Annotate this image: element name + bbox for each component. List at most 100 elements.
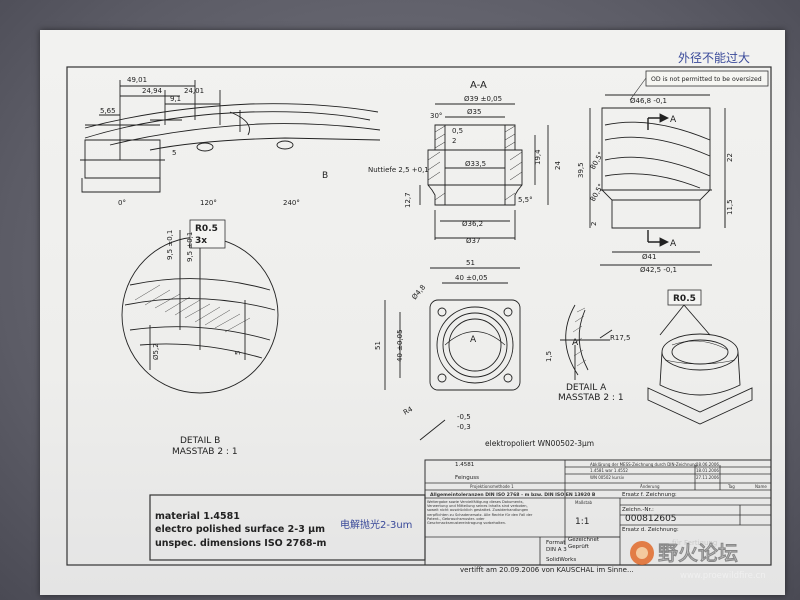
tb-solidworks: SolidWorks (546, 557, 576, 563)
dim-12-7: 12,7 (404, 192, 412, 208)
dim-9-5-a: 9,5 ±0,1 (166, 230, 174, 260)
dim-9-1: 9,1 (170, 95, 181, 103)
tb-rev-a: Abklärung der MESS-Zeichnung durch DIN-Z… (590, 462, 698, 467)
dim-2-side: 2 (590, 222, 598, 226)
label-b: B (322, 171, 328, 181)
note-unspec: unspec. dimensions ISO 2768-m (155, 538, 326, 549)
tb-format-value: DIN A 3 (546, 547, 567, 553)
tb-scale-value: 1:1 (575, 517, 589, 527)
dim-dia46-8: Ø46,8 -0,1 (630, 97, 667, 105)
dim-30deg: 30° (430, 112, 442, 120)
isometric-view (647, 304, 753, 425)
front-view-mark: A (470, 335, 477, 345)
tb-rev-a-date: 18.06.2006 (696, 462, 719, 467)
tol-minus-0-3: -0,3 (457, 423, 471, 431)
watermark-url: www.proewildfire.cn (680, 571, 766, 581)
dim-24-94: 24,94 (142, 87, 163, 95)
note-electro: electro polished surface 2-3 µm (155, 524, 325, 535)
tb-gezeichnet: Gezeichnet (568, 537, 600, 543)
tb-geprueft: Geprüft (568, 544, 590, 550)
r05-3x-box (189, 219, 226, 249)
certified-line: vertifft am 20.09.2006 von KAUSCHAL im S… (460, 566, 634, 574)
tb-material-no: 1.4581 (455, 462, 474, 468)
tb-rev-b-date: 18.01.2006 (696, 468, 719, 473)
dim-r4: R4 (402, 405, 415, 417)
dim-r17-5: R17,5 (610, 334, 630, 342)
dim-51-w: 51 (466, 259, 475, 267)
tb-rev-c-date: 27.11.2006 (696, 475, 719, 480)
dim-24: 24 (554, 161, 562, 170)
dim-nuttiefe: Nuttiefe 2,5 +0,1 (368, 166, 429, 174)
watermark-faded: für Fertigung (672, 539, 717, 547)
dim-19-4: 19,4 (534, 149, 542, 165)
watermark-cn: 野火论坛 (658, 541, 738, 565)
dim-24-01: 24,01 (184, 87, 204, 95)
developed-helix-view (80, 80, 381, 193)
dim-dia36-2: Ø36,2 (462, 220, 483, 228)
tb-ersatz-durch: Ersatz d. Zeichnung: (622, 527, 679, 533)
title-block-frame (149, 459, 772, 566)
od-note: OD is not permitted to be oversized (651, 76, 762, 83)
dim-2: 2 (452, 137, 456, 145)
dim-5-65: 5,65 (100, 107, 116, 115)
tol-minus-0-5: -0,5 (457, 413, 471, 421)
detail-a-mark: A (572, 338, 579, 348)
dim-11-5: 11,5 (726, 199, 734, 215)
drawing-frame (66, 66, 772, 566)
handwritten-note: 电解抛光2-3um (340, 518, 412, 531)
tb-zeichn-nr: 000812605 (625, 514, 677, 524)
dim-dia39: Ø39 ±0,05 (464, 95, 502, 103)
tb-warning: Weitergabe sowie Vervielfältigung dieses… (427, 500, 533, 526)
tb-ersatz-fuer: Ersatz f. Zeichnung: (622, 492, 677, 498)
dim-dia4-8: Ø4,8 (410, 283, 427, 301)
detail-b-scale: MASSTAB 2 : 1 (172, 447, 238, 457)
section-title: A-A (470, 80, 487, 91)
r05-right: R0.5 (673, 294, 696, 304)
tb-rev-c: WN 00502 kursiv (590, 475, 625, 480)
tb-name: Name (755, 484, 767, 489)
dim-40-w: 40 ±0,05 (455, 274, 488, 282)
angle-240: 240° (283, 199, 300, 207)
side-view (589, 94, 726, 266)
tb-zeichn-nr-label: Zeichn.-Nr.: (622, 507, 654, 513)
dim-dia41: Ø41 (642, 253, 656, 261)
tb-format-label: Format (546, 540, 566, 546)
dim-80-5a: 80,5° (589, 150, 605, 171)
detail-b-title: DETAIL B (180, 436, 220, 446)
tb-massstab-label: Maßstab (575, 500, 593, 505)
section-a-a (419, 103, 549, 240)
dim-39-5: 39,5 (577, 162, 585, 178)
dim-5-5deg: 5,5° (518, 196, 533, 204)
dim-dia37: Ø37 (466, 237, 480, 245)
tb-tag: Tag (727, 484, 735, 489)
section-mark-bottom: A (670, 239, 677, 249)
tb-general-tol: Allgemeintoleranzen DIN ISO 2768 - m bzw… (430, 492, 596, 498)
tb-process: Feinguss (455, 475, 479, 481)
dim-22: 22 (726, 153, 734, 162)
drawing-sheet (40, 30, 785, 595)
section-mark-top: A (670, 115, 677, 125)
dim-0-5: 0,5 (452, 127, 463, 135)
dim-5-detail: 5 (234, 351, 242, 355)
front-view (384, 267, 521, 441)
dim-dia5-2: Ø5,2 (152, 343, 160, 360)
detail-b-view (121, 230, 279, 394)
detail-a-title: DETAIL A (566, 383, 607, 393)
tb-aenderung: Änderung (640, 484, 660, 489)
dim-dia35: Ø35 (467, 108, 481, 116)
r05-3x-line1: R0.5 (195, 224, 218, 234)
dim-dia42-5: Ø42,5 -0,1 (640, 266, 677, 274)
tb-warning-wrap: Weitergabe sowie Vervielfältigung dieses… (427, 500, 533, 526)
finish-note: elektropoliert WN00502-3µm (485, 439, 594, 448)
detail-a-scale: MASSTAB 2 : 1 (558, 393, 624, 403)
tb-projection: Projektionsmethode 1 (470, 484, 514, 489)
dim-40-h: 40 ±0,05 (396, 329, 404, 362)
r05-3x-line2: 3x (195, 236, 207, 246)
dim-1-5: 1,5 (545, 351, 553, 362)
angle-0: 0° (118, 199, 126, 207)
handwritten-top-note: 外径不能过大 (678, 51, 750, 65)
dim-49: 49,01 (127, 76, 147, 84)
dim-51-h: 51 (374, 341, 382, 350)
dim-dia33-5: Ø33,5 (465, 160, 486, 168)
